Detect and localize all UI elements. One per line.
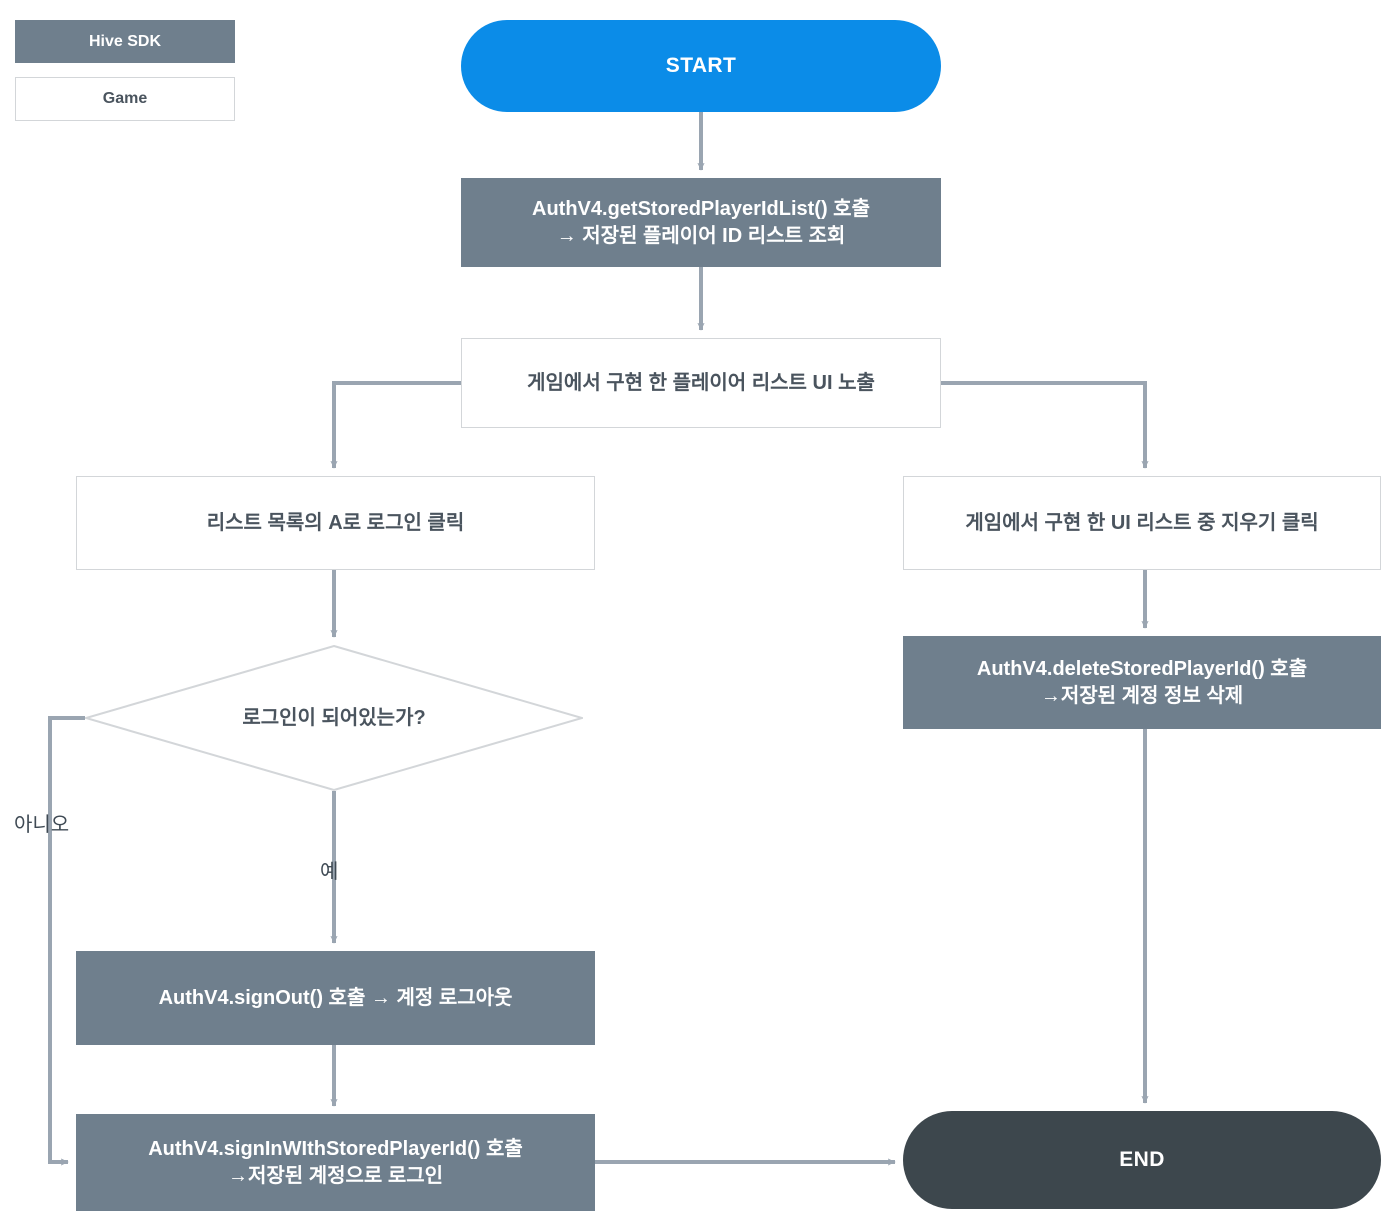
node-decision-label: 로그인이 되어있는가?	[242, 706, 426, 729]
node-delete-stored-player-id: AuthV4.deleteStoredPlayerId() 호출 →저장된 계정…	[903, 636, 1381, 729]
edge-player-list-ui-to-delete-click	[941, 381, 1149, 469]
edge-label-no: 아니오	[14, 814, 70, 836]
node-get-stored-player-id-list: AuthV4.getStoredPlayerIdList() 호출 → 저장된 …	[461, 178, 941, 267]
node-delete-click: 게임에서 구현 한 UI 리스트 중 지우기 클릭	[903, 476, 1381, 570]
node-decision-is-logged-in: 로그인이 되어있는가?	[85, 645, 583, 791]
edge-player-list-ui-to-login-click	[330, 381, 461, 469]
legend-item-game: Game	[15, 77, 235, 121]
node-player-list-ui: 게임에서 구현 한 플레이어 리스트 UI 노출	[461, 338, 941, 428]
edge-label-yes: 예	[320, 861, 339, 883]
legend-item-hive-sdk: Hive SDK	[15, 20, 235, 63]
node-login-click: 리스트 목록의 A로 로그인 클릭	[76, 476, 595, 570]
node-end: END	[903, 1111, 1381, 1209]
diamond-shape	[85, 645, 583, 791]
node-start: START	[461, 20, 941, 112]
node-sign-out: AuthV4.signOut() 호출 → 계정 로그아웃	[76, 951, 595, 1045]
edge-decision-no-to-signin-stored	[48, 716, 85, 1166]
node-sign-in-with-stored-player-id: AuthV4.signInWIthStoredPlayerId() 호출 →저장…	[76, 1114, 595, 1211]
